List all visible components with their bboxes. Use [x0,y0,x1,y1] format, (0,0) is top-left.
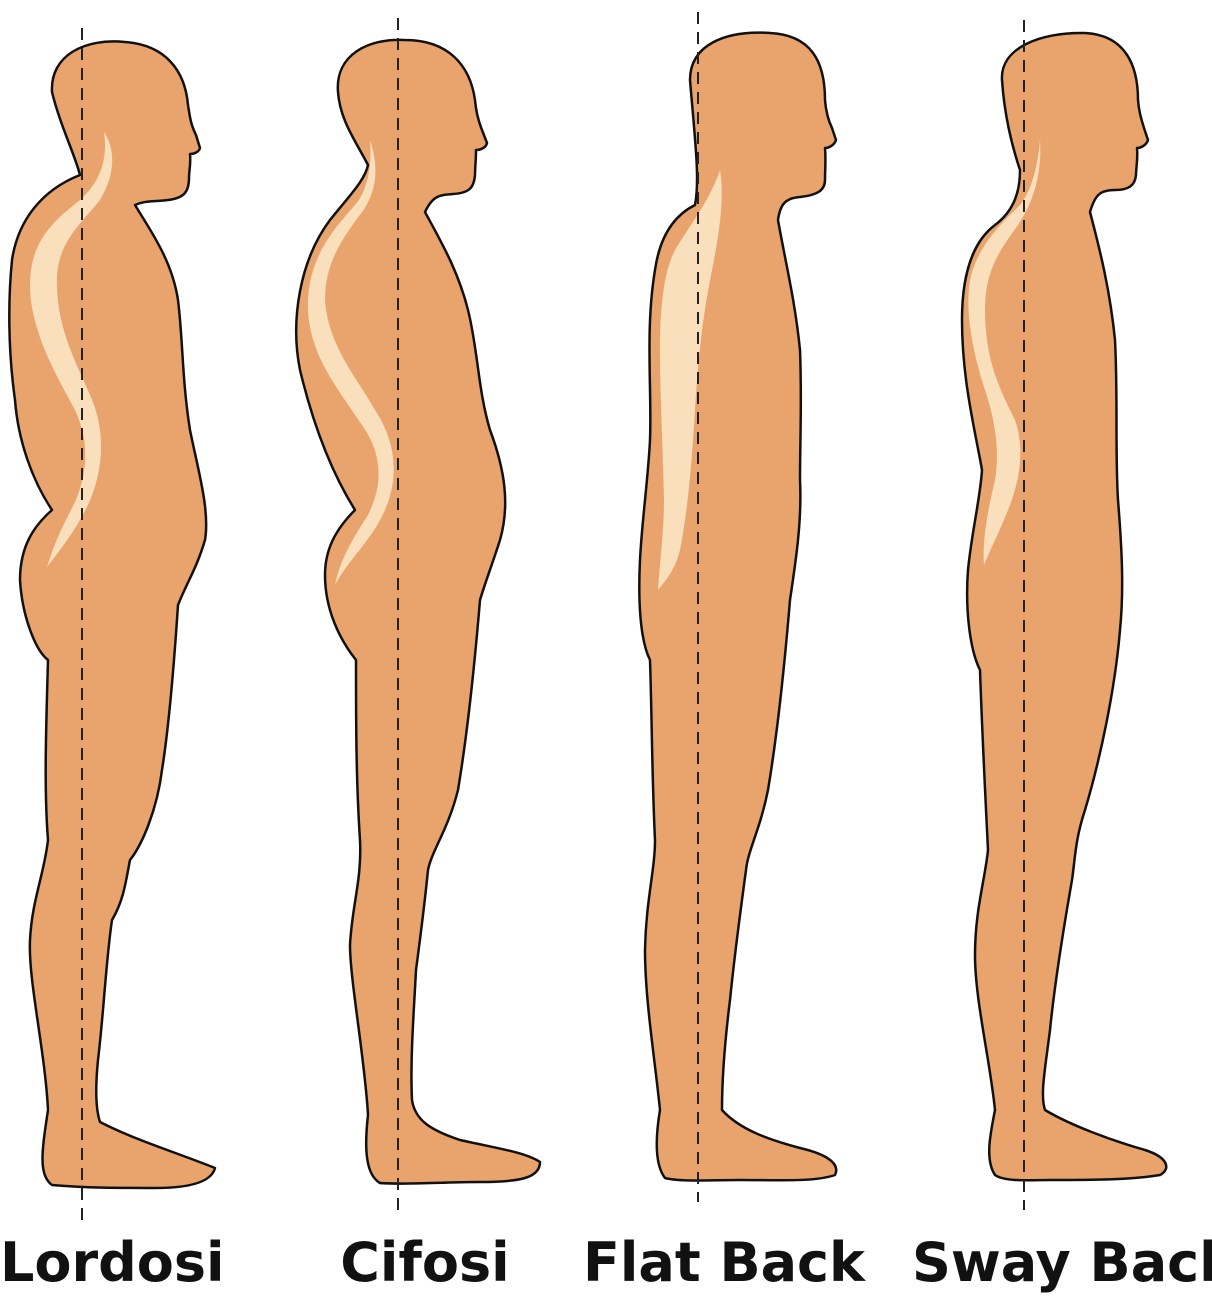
figure-cifosi [296,18,540,1210]
body-silhouette-lordosi [9,41,215,1188]
label-cifosi: Cifosi [325,1228,525,1298]
figure-lordosi [9,28,215,1220]
label-sway-back: Sway Back [912,1228,1210,1298]
figure-sway-back [962,20,1166,1210]
figure-flat-back [639,12,836,1202]
body-silhouette-cifosi [296,40,540,1184]
body-silhouette-flat-back [639,33,836,1181]
label-flat-back: Flat Back [583,1228,848,1298]
label-lordosi: Lordosi [0,1228,215,1298]
body-silhouette-sway-back [962,33,1166,1180]
